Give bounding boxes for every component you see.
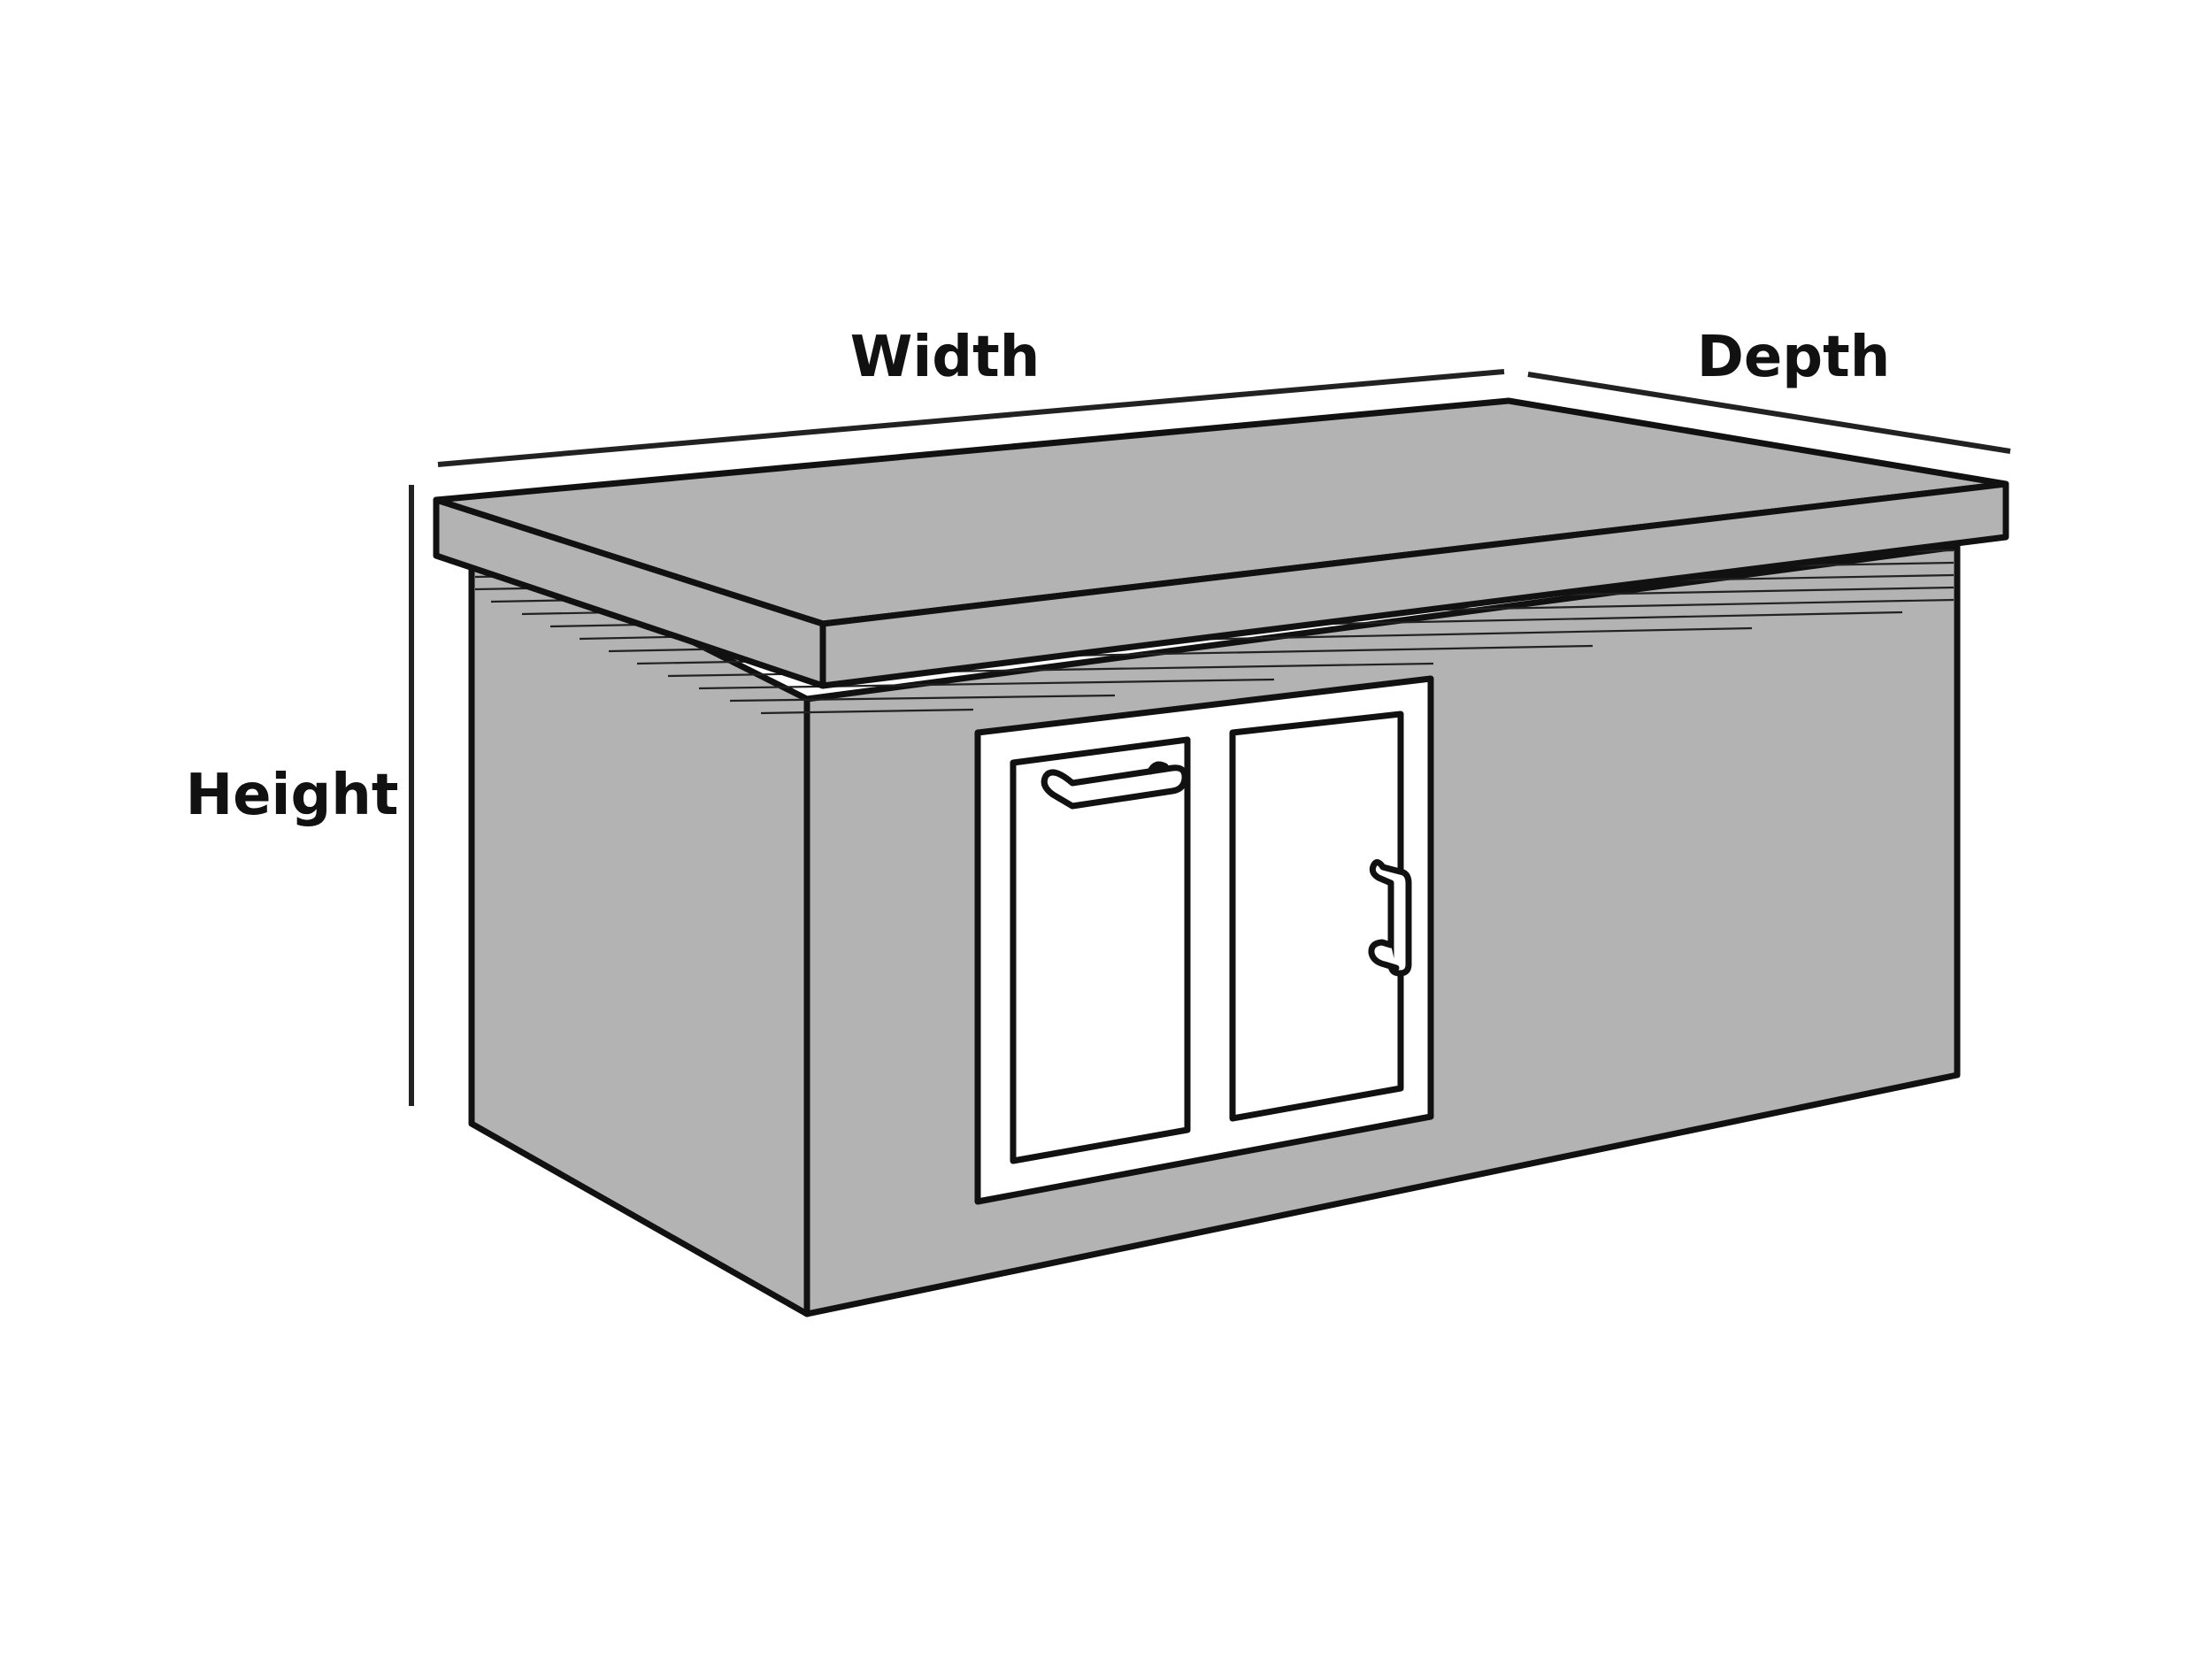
depth-label: Depth xyxy=(1697,325,1891,390)
height-label: Height xyxy=(186,763,399,828)
countertop-front-edge xyxy=(819,480,2009,689)
left-door-panel[interactable] xyxy=(1010,736,1191,1164)
depth-dimension-line xyxy=(1527,372,2011,454)
width-dimension-line xyxy=(437,369,1505,467)
right-door-handle[interactable] xyxy=(1368,859,1412,977)
left-door-handle[interactable] xyxy=(1041,761,1188,810)
width-label: Width xyxy=(850,325,1041,390)
right-door-panel[interactable] xyxy=(1229,710,1404,1122)
